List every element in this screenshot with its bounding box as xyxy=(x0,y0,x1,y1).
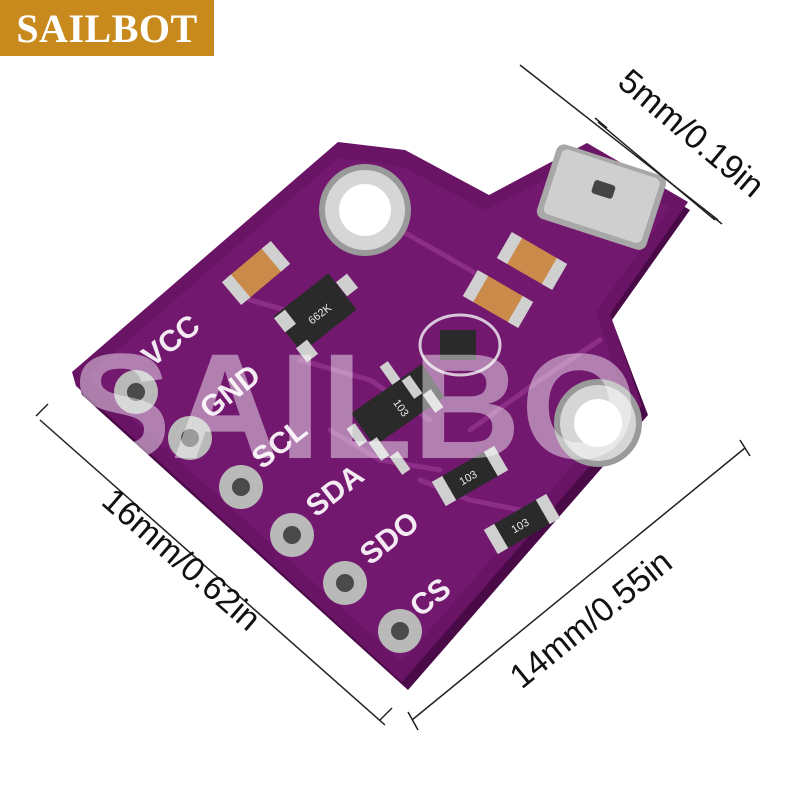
pin-pad-vcc xyxy=(114,370,158,414)
capacitor-2 xyxy=(462,270,534,328)
pin-pads xyxy=(114,370,422,653)
logic-chip: 103 xyxy=(346,361,445,475)
watermark-text: SAILBOT xyxy=(71,322,729,490)
sensor-chip xyxy=(536,144,667,250)
pin-pad-gnd xyxy=(168,416,212,460)
capacitor-1 xyxy=(496,232,568,290)
dimension-left-line xyxy=(39,419,386,726)
pin-pad-cs xyxy=(378,609,422,653)
pin-pad-sdo xyxy=(323,561,367,605)
brand-badge: SAILBOT xyxy=(0,0,214,56)
pin-pad-scl xyxy=(219,465,263,509)
transistor xyxy=(418,313,502,377)
brand-logo-text: SAILBOT xyxy=(16,5,198,51)
pin-pad-sda xyxy=(270,513,314,557)
mounting-hole-right xyxy=(554,379,642,467)
resistor-1: 103 xyxy=(431,445,509,507)
dimension-bottom-line xyxy=(411,447,746,721)
capacitor-3 xyxy=(221,240,291,306)
mounting-hole-top xyxy=(319,164,411,256)
resistor-2: 103 xyxy=(483,493,561,555)
dimension-bottom-label: 14mm/0.55in xyxy=(503,543,680,696)
dimension-top-arrow-line xyxy=(597,121,716,221)
voltage-regulator: 662K xyxy=(273,273,359,363)
